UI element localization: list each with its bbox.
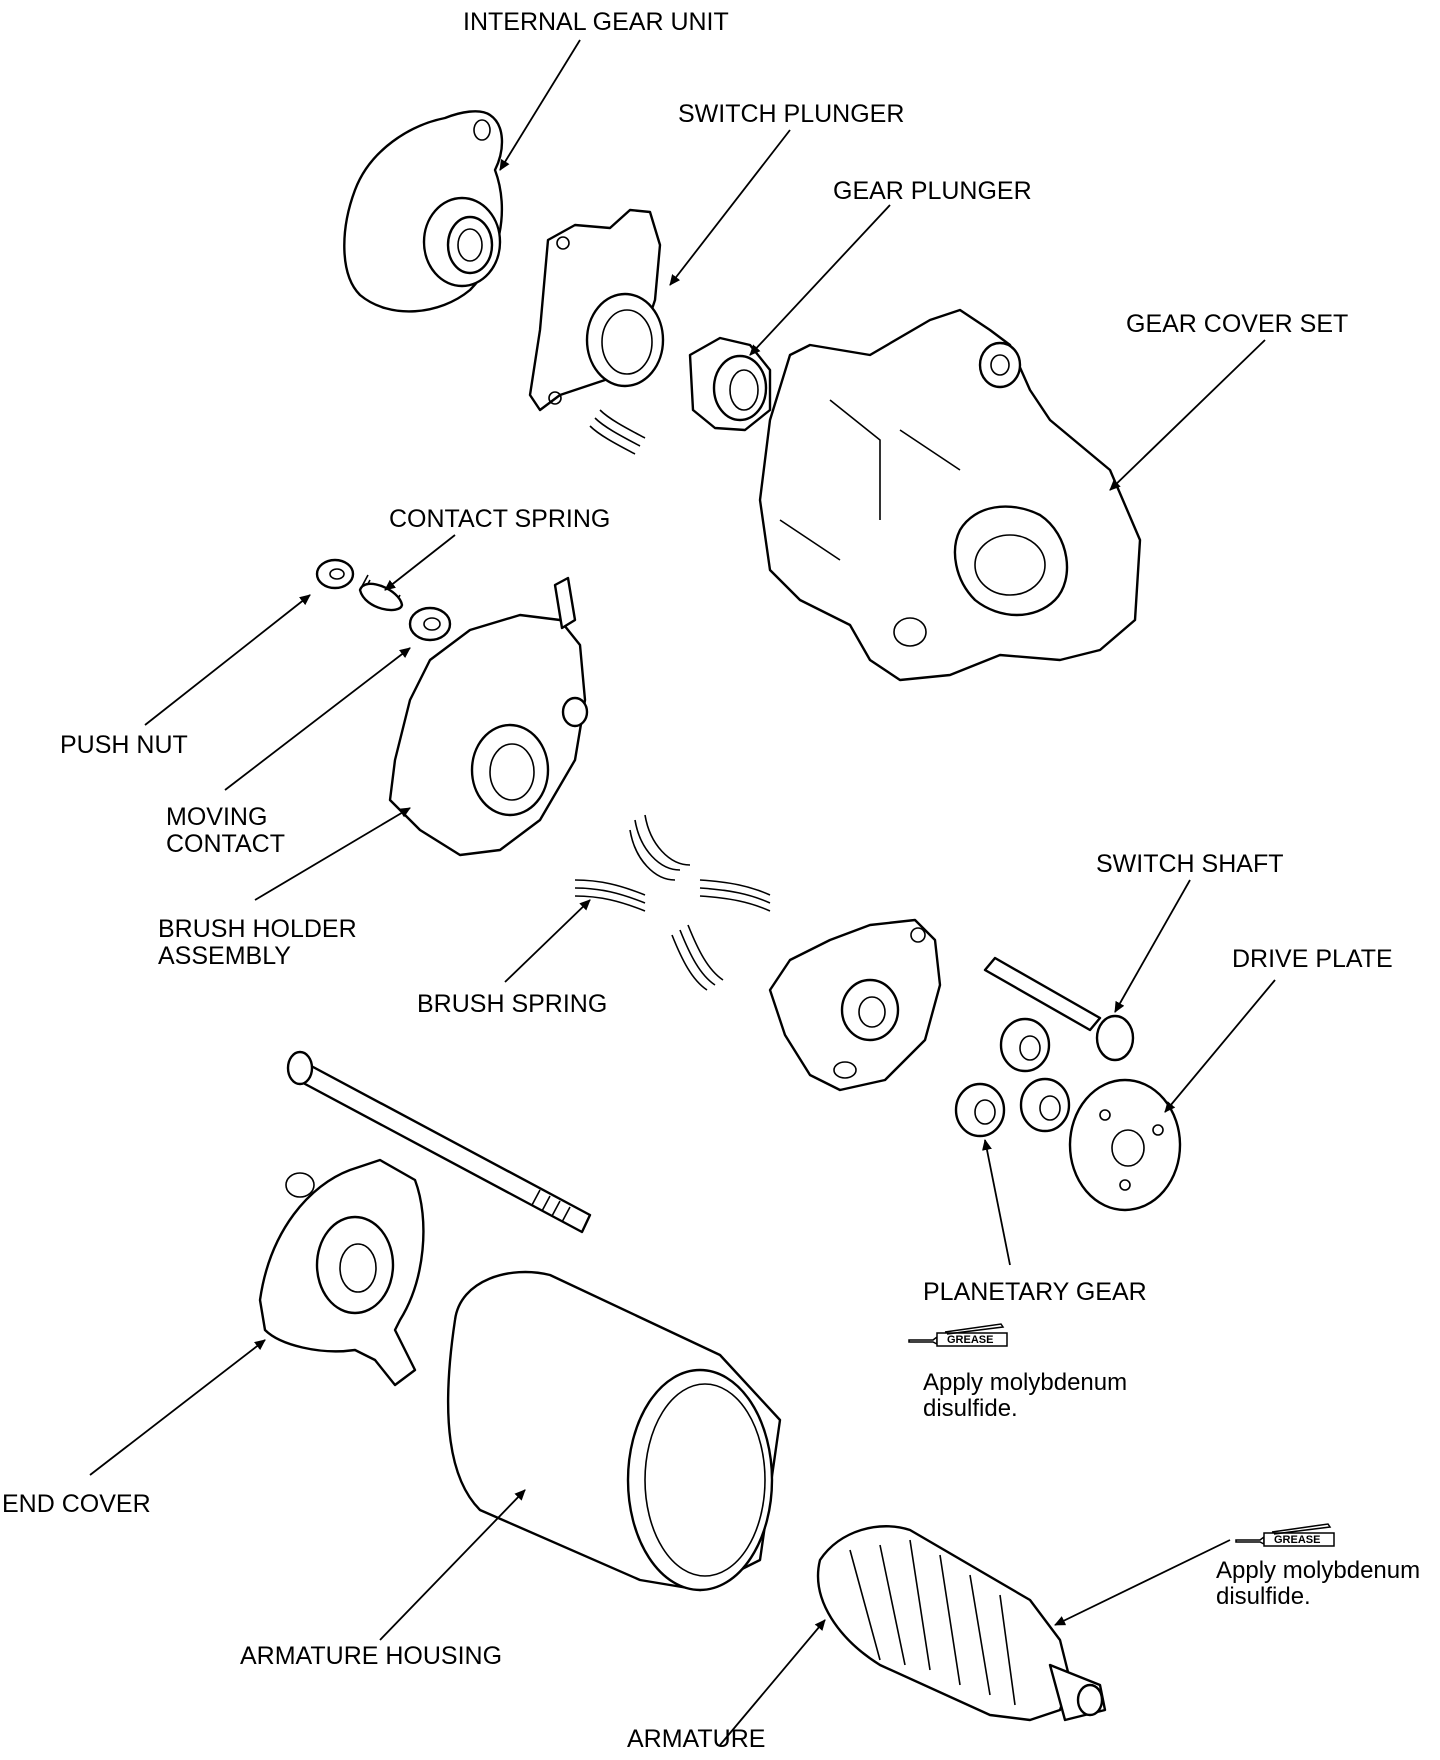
- label-drive-plate: DRIVE PLATE: [1232, 945, 1393, 973]
- leader-gear-plunger: [749, 204, 891, 356]
- gear-cover-set-part: [758, 308, 1142, 682]
- label-internal-gear-unit: INTERNAL GEAR UNIT: [463, 8, 729, 36]
- brush-spring-part: [574, 814, 771, 991]
- grease-note-armature: GREASE: [1232, 1520, 1342, 1553]
- grease-note-planetary-line1: Apply molybdenum: [923, 1369, 1128, 1396]
- grease-tube-text: GREASE: [947, 1334, 993, 1346]
- leader-gear-cover-set: [1109, 339, 1266, 491]
- label-contact-spring: CONTACT SPRING: [389, 505, 611, 533]
- grease-note-armature-line2: disulfide.: [1216, 1583, 1311, 1610]
- brush-holder-assembly-part: [388, 576, 589, 857]
- label-brush-spring: BRUSH SPRING: [417, 990, 608, 1018]
- leader-switch-shaft: [1114, 879, 1191, 1013]
- label-planetary-gear: PLANETARY GEAR: [923, 1278, 1147, 1306]
- drive-plate-part: [1068, 1078, 1182, 1212]
- brush-end-plate-part: [768, 918, 942, 1092]
- leader-grease-armature: [1054, 1539, 1231, 1626]
- leader-internal-gear-unit: [499, 39, 581, 171]
- label-gear-cover-set: GEAR COVER SET: [1126, 310, 1349, 338]
- moving-contact-part: [408, 606, 452, 642]
- leader-planetary-gear: [982, 1139, 1011, 1266]
- label-armature: ARMATURE: [627, 1725, 766, 1753]
- label-end-cover: END COVER: [2, 1490, 151, 1518]
- leader-brush-spring: [504, 899, 591, 983]
- grease-note-planetary-line2: disulfide.: [923, 1395, 1018, 1422]
- switch-plunger-part: [528, 208, 665, 455]
- internal-gear-unit-part: [343, 110, 504, 313]
- leader-contact-spring: [384, 534, 456, 591]
- leader-armature: [719, 1619, 826, 1746]
- label-switch-plunger: SWITCH PLUNGER: [678, 100, 905, 128]
- grease-tube-text: GREASE: [1274, 1534, 1320, 1546]
- through-bolt-part: [286, 1050, 592, 1234]
- armature-housing-part: [446, 1270, 782, 1592]
- label-gear-plunger: GEAR PLUNGER: [833, 177, 1032, 205]
- grease-tube-icon: GREASE: [908, 1323, 1008, 1347]
- grease-tube-icon: GREASE: [1235, 1523, 1335, 1547]
- gear-plunger-part: [688, 336, 772, 432]
- label-push-nut: PUSH NUT: [60, 731, 188, 759]
- leader-brush-holder: [254, 807, 411, 901]
- leader-end-cover: [89, 1339, 266, 1476]
- label-moving-contact-line2: CONTACT: [166, 830, 285, 858]
- armature-part: [816, 1525, 1107, 1722]
- switch-shaft-part: [983, 956, 1135, 1062]
- leader-armature-housing: [379, 1489, 526, 1641]
- end-cover-part: [258, 1158, 425, 1387]
- label-armature-housing: ARMATURE HOUSING: [240, 1642, 503, 1670]
- leader-switch-plunger: [669, 129, 791, 286]
- label-brush-holder-line2: ASSEMBLY: [158, 942, 291, 970]
- leader-moving-contact: [224, 647, 411, 791]
- leader-lines: [89, 39, 1276, 1746]
- leader-drive-plate: [1164, 979, 1276, 1113]
- push-nut-part: [315, 558, 355, 590]
- leader-push-nut: [144, 594, 311, 726]
- contact-spring-part: [358, 574, 404, 612]
- grease-note-armature-line1: Apply molybdenum: [1216, 1557, 1421, 1584]
- planetary-gear-part: [954, 1017, 1071, 1138]
- grease-note-planetary: GREASE: [905, 1320, 1015, 1353]
- label-moving-contact-line1: MOVING: [166, 803, 268, 831]
- label-brush-holder-line1: BRUSH HOLDER: [158, 915, 357, 943]
- label-switch-shaft: SWITCH SHAFT: [1096, 850, 1284, 878]
